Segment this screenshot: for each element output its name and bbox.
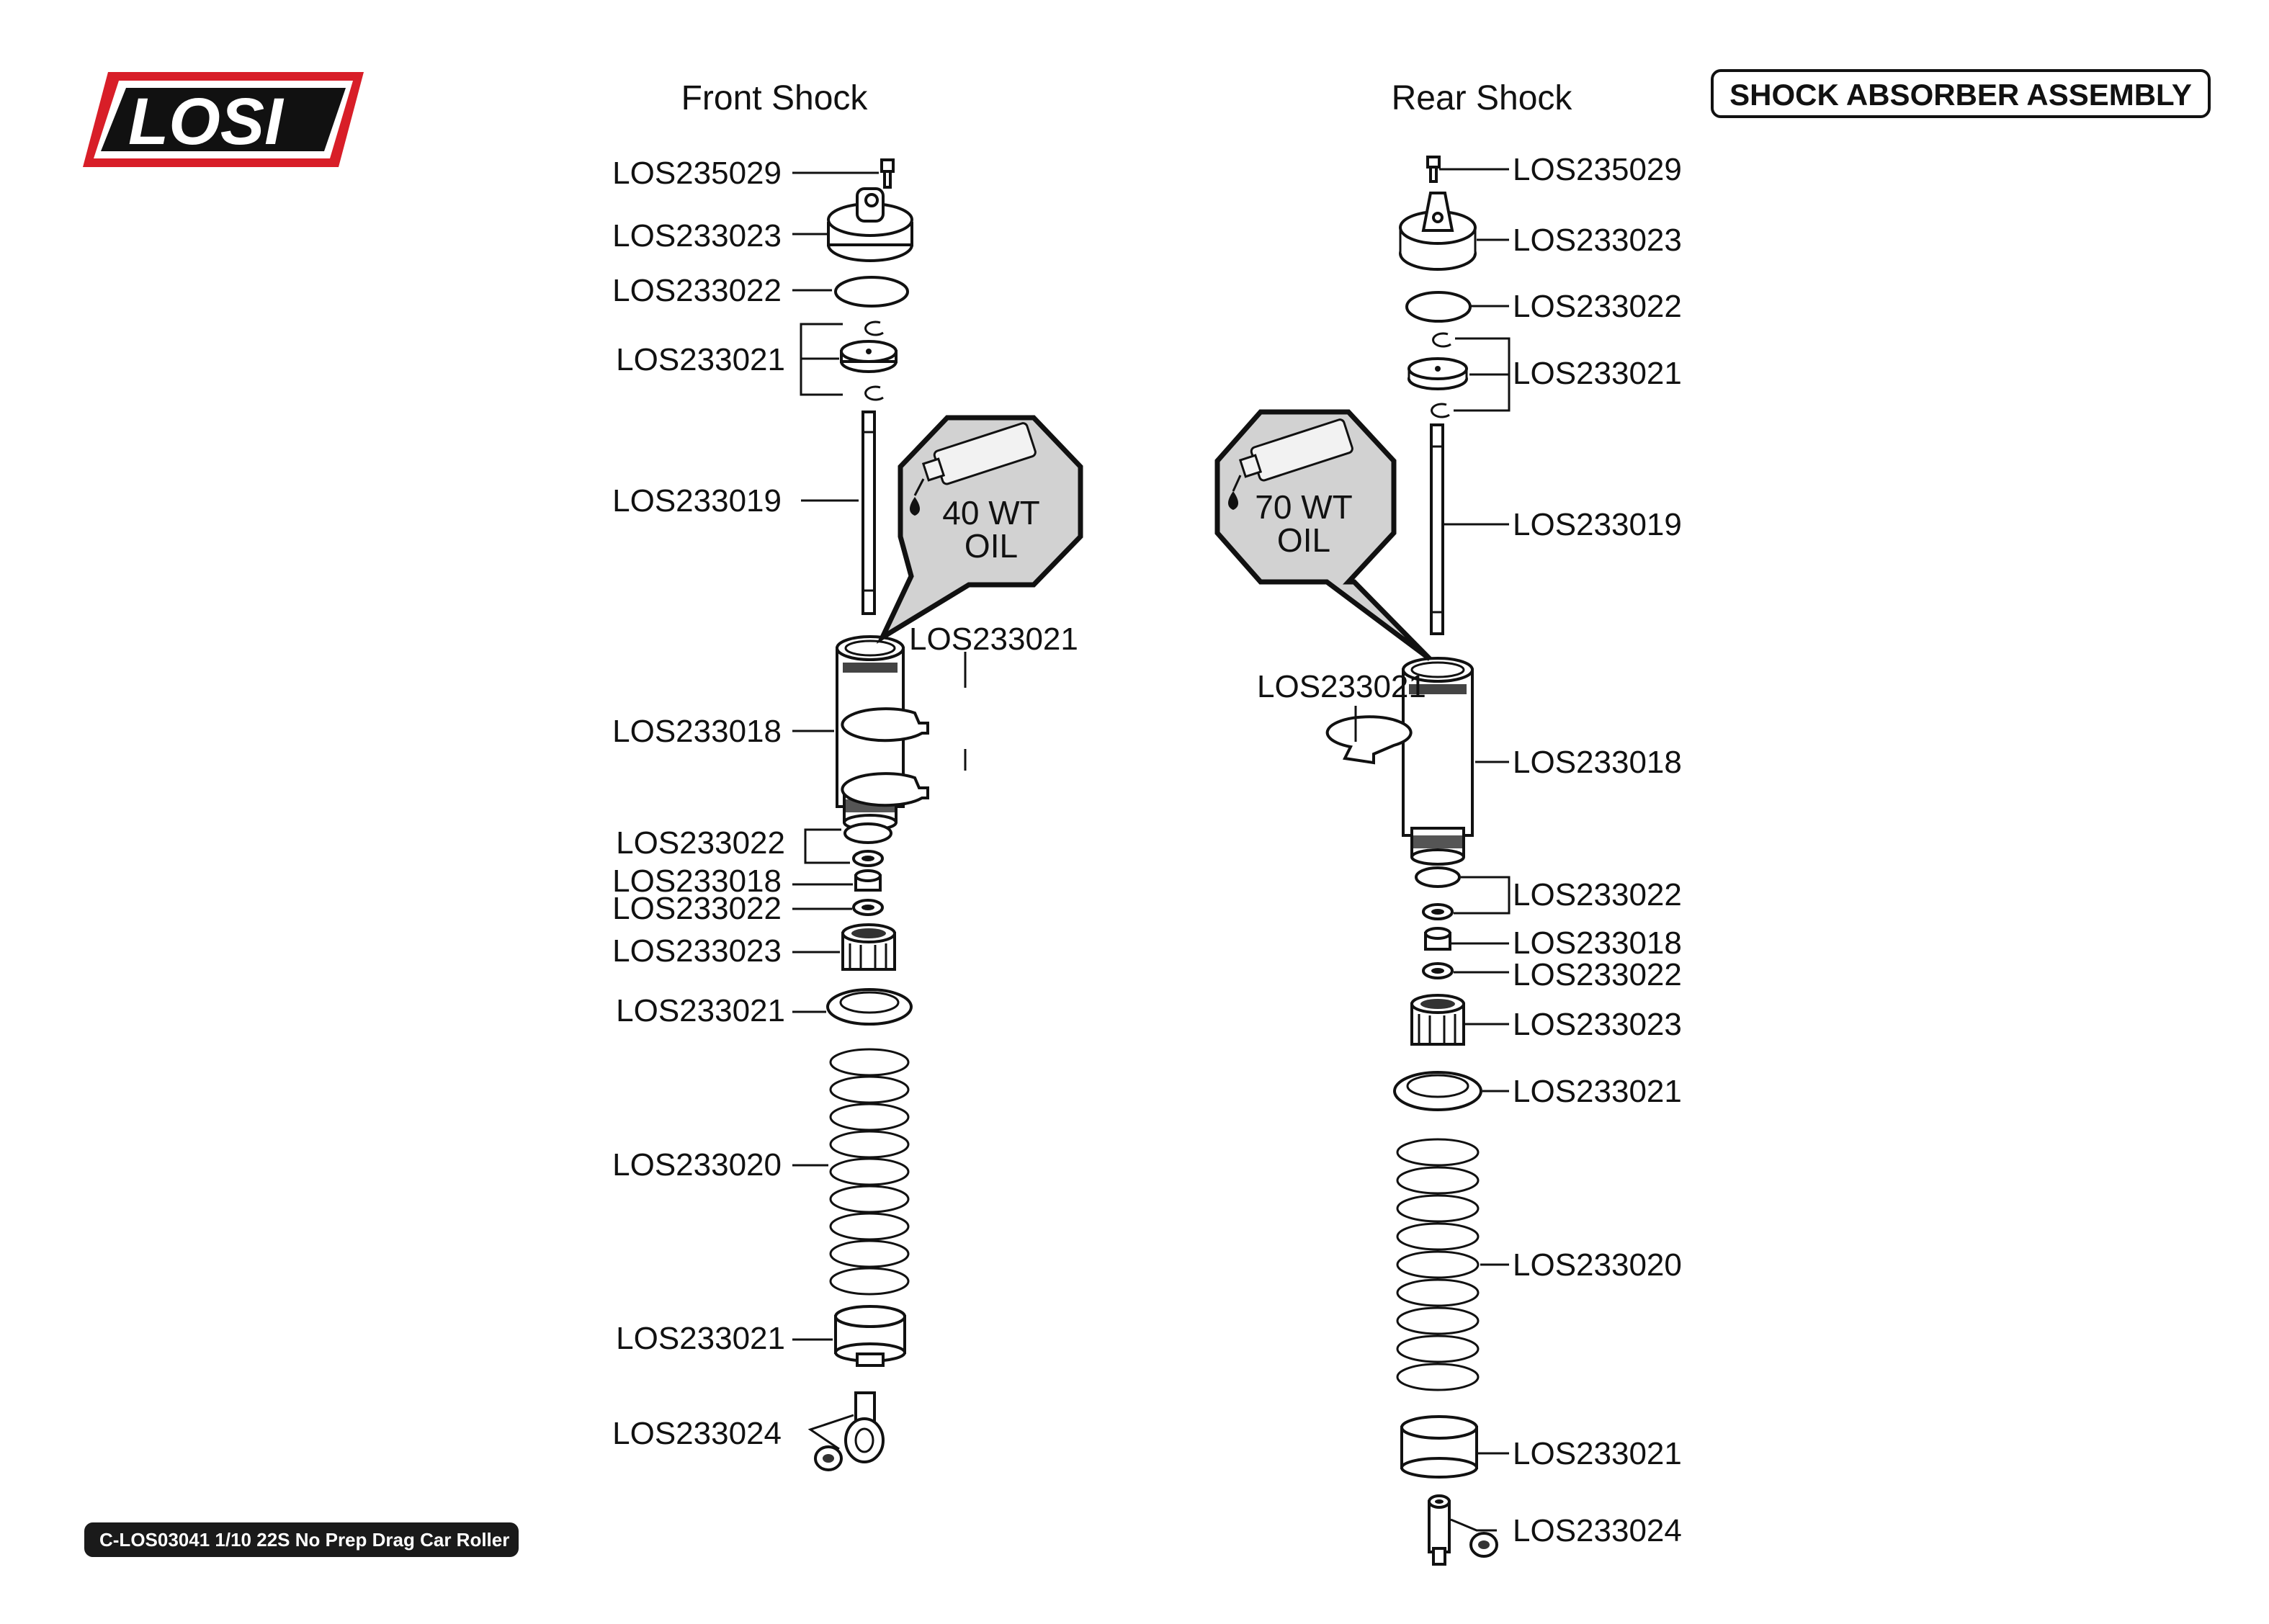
rear-rod-end xyxy=(1428,1494,1498,1566)
part-label: LOS235029 xyxy=(1513,152,1682,187)
part-label: LOS233022 xyxy=(1513,289,1682,324)
rear-spring-cup xyxy=(1393,1071,1482,1111)
front-leader-lines xyxy=(792,171,967,1450)
front-bushing-b xyxy=(852,899,884,916)
rear-oil-callout: 70 WT OIL xyxy=(1214,409,1432,661)
part-label: LOS233021 xyxy=(1513,356,1682,391)
front-shock-parts xyxy=(814,158,929,1471)
losi-logo: LOSI xyxy=(83,72,364,167)
rear-piston xyxy=(1408,357,1468,390)
front-piston xyxy=(840,340,898,373)
part-label: LOS233023 xyxy=(1513,1007,1682,1042)
front-lower-cap xyxy=(841,923,896,971)
part-label: LOS233024 xyxy=(1513,1513,1682,1548)
part-label: LOS233018 xyxy=(1513,925,1682,961)
front-shock-heading: Front Shock xyxy=(681,79,869,117)
rear-shaft xyxy=(1430,423,1444,635)
part-label: LOS233023 xyxy=(612,218,782,254)
rear-e-clip-lower xyxy=(1431,403,1450,418)
rear-spring xyxy=(1396,1138,1480,1391)
rear-o-ring-lower xyxy=(1415,866,1461,888)
part-label: LOS233021 xyxy=(616,993,785,1028)
part-label: LOS233018 xyxy=(612,714,782,749)
rear-e-clip-upper xyxy=(1432,332,1451,348)
front-o-ring-lower xyxy=(843,822,892,844)
front-lower-spring-cup xyxy=(834,1305,906,1367)
part-label: LOS233023 xyxy=(1513,223,1682,258)
front-oil-callout: 40 WT OIL xyxy=(876,415,1083,645)
front-e-clip-lower xyxy=(864,385,884,401)
rear-bushing xyxy=(1424,927,1451,951)
part-label: LOS235029 xyxy=(612,156,782,191)
oil-bottle-icon xyxy=(1232,418,1353,492)
part-label: LOS233018 xyxy=(1513,745,1682,780)
rear-shock-parts xyxy=(1325,156,1498,1566)
oil-bottle-icon xyxy=(913,422,1037,496)
front-bushing xyxy=(854,869,882,892)
part-label: LOS233022 xyxy=(1513,957,1682,992)
part-label: LOS233022 xyxy=(616,825,785,861)
part-label: LOS233021 xyxy=(616,342,785,377)
oil-drop-icon xyxy=(910,497,920,516)
rear-lower-spring-cup xyxy=(1400,1415,1478,1479)
part-label: LOS233022 xyxy=(612,273,782,308)
rear-limiter-ring xyxy=(1325,715,1413,765)
rear-shock-body xyxy=(1402,657,1474,866)
footer-badge: C-LOS03041 1/10 22S No Prep Drag Car Rol… xyxy=(84,1522,519,1557)
part-label: LOS233023 xyxy=(612,933,782,969)
part-label: LOS233018 xyxy=(612,863,782,899)
rear-bushing-a xyxy=(1422,903,1454,920)
title-box: SHOCK ABSORBER ASSEMBLY xyxy=(1711,69,2211,118)
front-spring-cup xyxy=(826,988,913,1026)
front-top-cap xyxy=(827,187,913,262)
rear-shock-heading: Rear Shock xyxy=(1392,79,1573,117)
rear-screw xyxy=(1426,156,1441,183)
front-shaft xyxy=(861,411,876,615)
rear-part-labels: LOS235029 LOS233023 LOS233022 LOS233021 … xyxy=(1257,152,1682,1548)
front-rod-end xyxy=(814,1391,885,1471)
front-limiter-rings xyxy=(841,707,929,807)
front-part-labels: LOS235029 LOS233023 LOS233022 LOS233021 … xyxy=(612,156,1078,1451)
part-label: LOS233021 xyxy=(616,1321,785,1356)
logo-text: LOSI xyxy=(128,85,285,158)
front-oil-label: OIL xyxy=(965,527,1018,565)
part-label: LOS233024 xyxy=(612,1416,782,1451)
rear-o-ring-top xyxy=(1405,291,1472,323)
rear-lower-cap xyxy=(1410,994,1465,1046)
rear-oil-weight: 70 WT xyxy=(1255,488,1352,526)
part-label: LOS233021 xyxy=(1513,1074,1682,1109)
part-label: LOS233021 xyxy=(1257,669,1426,704)
part-label: LOS233020 xyxy=(1513,1247,1682,1283)
rear-leader-lines xyxy=(1354,168,1511,1532)
part-label: LOS233022 xyxy=(612,891,782,926)
part-label: LOS233019 xyxy=(612,483,782,519)
front-e-clip-upper xyxy=(864,320,884,336)
footer-caption: C-LOS03041 1/10 22S No Prep Drag Car Rol… xyxy=(99,1529,509,1551)
rear-oil-label: OIL xyxy=(1277,521,1330,559)
page-title: SHOCK ABSORBER ASSEMBLY xyxy=(1729,78,2192,112)
part-label: LOS233019 xyxy=(1513,507,1682,542)
front-bushing-a xyxy=(852,850,884,867)
part-label: LOS233020 xyxy=(612,1147,782,1183)
rear-top-cap xyxy=(1399,192,1477,271)
part-label: LOS233022 xyxy=(1513,877,1682,912)
rear-bushing-b xyxy=(1422,962,1454,979)
oil-drop-icon xyxy=(1228,491,1238,510)
part-label: LOS233021 xyxy=(1513,1436,1682,1471)
front-screw xyxy=(880,158,895,189)
front-spring xyxy=(829,1048,910,1296)
front-o-ring-top xyxy=(834,276,909,308)
part-label: LOS233021 xyxy=(909,622,1078,657)
front-oil-weight: 40 WT xyxy=(942,494,1039,531)
